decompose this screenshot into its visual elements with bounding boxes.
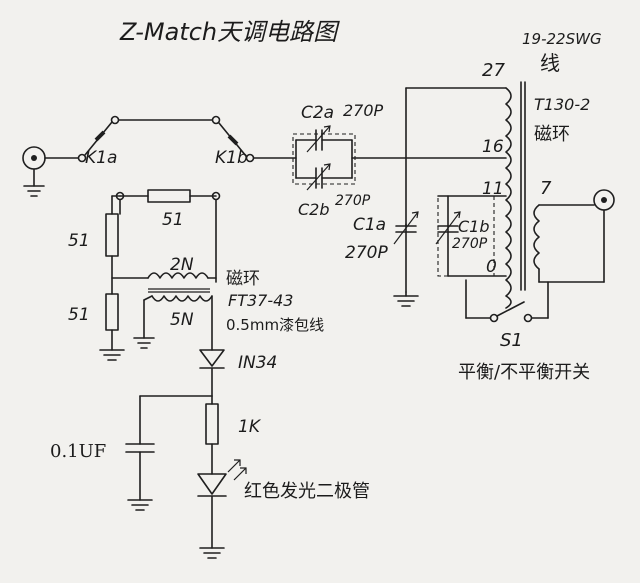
core-main-part: T130-2 xyxy=(534,95,590,114)
tap-7-label: 7 xyxy=(540,178,552,199)
relay-k1b-label: K1b xyxy=(215,148,248,168)
enamel-wire-label: 0.5mm漆包线 xyxy=(226,316,324,334)
relay-k1a-label: K1a xyxy=(85,148,117,168)
ground-symbol-cap xyxy=(127,499,153,511)
capacitor-label: 0.1UF xyxy=(50,441,106,462)
resistor-left-upper-51 xyxy=(105,213,119,257)
led-red xyxy=(197,459,247,497)
resistor-top-51 xyxy=(147,189,191,203)
ground-symbol-input xyxy=(23,185,45,197)
main-toroid-winding xyxy=(405,81,540,309)
ground-symbol-led xyxy=(199,547,225,559)
cap-c1a-value: 270P xyxy=(345,243,388,263)
cap-c2a-label: C2a xyxy=(301,103,334,123)
ground-symbol-bridge-left xyxy=(99,349,125,361)
diode-in34 xyxy=(199,349,225,369)
switch-s1-label: S1 xyxy=(500,330,523,351)
coax-output-connector xyxy=(538,189,615,283)
resistor-1k xyxy=(205,403,219,445)
switch-description: 平衡/不平衡开关 xyxy=(458,362,590,383)
led-label: 红色发光二极管 xyxy=(244,481,370,502)
tap-27-label: 27 xyxy=(482,60,505,81)
cap-c1a-label: C1a xyxy=(353,215,386,235)
cap-c1b-value: 270P xyxy=(452,236,488,252)
resistor-left-upper-label: 51 xyxy=(68,231,90,251)
switch-s1 xyxy=(465,279,549,323)
tap-11-label: 11 xyxy=(482,179,504,199)
resistor-left-lower-label: 51 xyxy=(68,305,90,325)
capacitor-0-1uf xyxy=(125,443,155,453)
resistor-top-label: 51 xyxy=(162,210,184,230)
tap-0-label: 0 xyxy=(486,257,497,277)
cap-c1b-label: C1b xyxy=(458,217,490,236)
ground-symbol-sense xyxy=(133,337,155,349)
core-small-part: FT37-43 xyxy=(228,291,293,310)
ground-symbol-c1 xyxy=(393,291,419,307)
dual-variable-capacitor-c1 xyxy=(393,195,507,277)
cap-c2b-value: 270P xyxy=(335,193,371,209)
resistor-left-lower-51 xyxy=(105,293,119,331)
wire-spec-label: 19-22SWG xyxy=(522,30,602,48)
winding-5n-label: 5N xyxy=(170,310,194,330)
schematic-title: Z-Match天调电路图 xyxy=(119,18,340,46)
dual-variable-capacitor-c2 xyxy=(292,125,356,191)
coax-input-connector xyxy=(22,146,46,187)
cap-c2a-value: 270P xyxy=(343,101,384,120)
sense-winding-5n xyxy=(151,295,213,302)
tap-16-label: 16 xyxy=(482,137,504,157)
cap-c2b-label: C2b xyxy=(298,200,330,219)
core-main-label: 磁环 xyxy=(534,124,570,145)
core-small-label: 磁环 xyxy=(226,269,260,289)
winding-2n-label: 2N xyxy=(170,255,194,275)
diode-label: IN34 xyxy=(238,353,277,373)
wire-char-label: 线 xyxy=(540,51,560,75)
resistor-1k-label: 1K xyxy=(238,417,262,437)
sense-winding-2n xyxy=(147,272,209,279)
